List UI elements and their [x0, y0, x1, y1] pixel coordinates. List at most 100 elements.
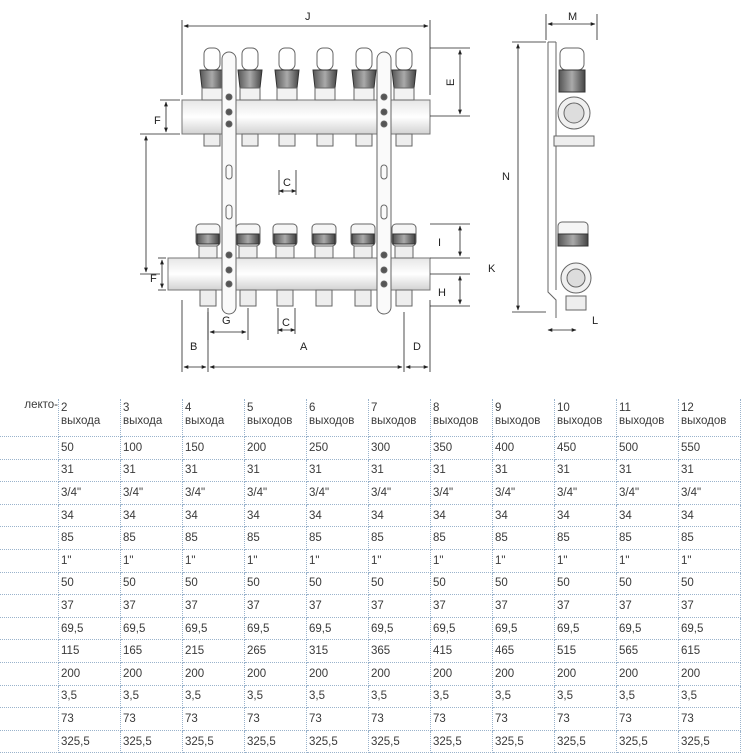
table-cell: 315: [306, 639, 369, 663]
table-cell: 85: [430, 526, 493, 550]
table-cell: 34: [120, 504, 183, 528]
table-cell: 325,5: [58, 730, 121, 753]
front-dimensions: [140, 20, 470, 372]
dim-label-C-upper: C: [283, 177, 291, 189]
table-cell: 325,5: [430, 730, 493, 753]
table-cell: 200: [182, 662, 245, 686]
table-cell: 34: [58, 504, 121, 528]
table-cell: 3/4": [244, 481, 307, 505]
table-cell: 515: [554, 639, 617, 663]
table-cell: 1": [430, 549, 493, 573]
header-outlet-word: выхода: [123, 415, 163, 427]
table-cell: 69,5: [616, 617, 679, 641]
table-cell: 325,5: [678, 730, 741, 753]
table-cell: 69,5: [368, 617, 431, 641]
table-cell: 34: [244, 504, 307, 528]
table-cell: 37: [492, 594, 555, 618]
dim-label-F-lower: F: [150, 273, 157, 285]
side-dimensions: [512, 14, 598, 332]
table-cell: 3,5: [492, 685, 555, 709]
table-cell: 200: [244, 436, 307, 460]
table-cell: 31: [244, 459, 307, 483]
dim-label-L: L: [592, 315, 598, 327]
table-row: 3/4"3/4"3/4"3/4"3/4"3/4"3/4"3/4"3/4"3/4"…: [0, 481, 741, 505]
table-cell: 550: [678, 436, 741, 460]
table-cell: 3,5: [616, 685, 679, 709]
table-cell: 34: [554, 504, 617, 528]
table-cell: 85: [120, 526, 183, 550]
table-cell: 325,5: [492, 730, 555, 753]
table-cell: 85: [368, 526, 431, 550]
table-cell: 31: [368, 459, 431, 483]
header-outlet-count: 11: [619, 402, 631, 414]
table-cell: 73: [554, 707, 617, 731]
table-cell: 3,5: [430, 685, 493, 709]
table-cell: 115: [58, 639, 121, 663]
table-cell: 69,5: [244, 617, 307, 641]
table-cell: 200: [678, 662, 741, 686]
row-label-cell: [0, 594, 59, 618]
table-cell: 50: [554, 572, 617, 596]
table-cell: 69,5: [306, 617, 369, 641]
table-cell: 200: [306, 662, 369, 686]
table-cell: 3,5: [678, 685, 741, 709]
row-label-cell: [0, 572, 59, 596]
header-outlet-count: 10: [557, 402, 570, 414]
table-cell: 85: [182, 526, 245, 550]
table-cell: 34: [306, 504, 369, 528]
table-cell: 50: [58, 436, 121, 460]
dimension-labels: J E F C F G C I H B A D M N K L: [150, 11, 598, 353]
header-outlet-count: 6: [309, 402, 316, 414]
table-cell: 34: [678, 504, 741, 528]
table-cell: 200: [492, 662, 555, 686]
table-cell: 3/4": [616, 481, 679, 505]
header-outlet-count: 7: [371, 402, 378, 414]
table-cell: 325,5: [368, 730, 431, 753]
table-cell: 34: [182, 504, 245, 528]
dim-label-K: K: [488, 263, 496, 275]
table-cell: 34: [616, 504, 679, 528]
table-cell: 50: [244, 572, 307, 596]
side-bracket: [547, 41, 557, 318]
table-cell: 31: [58, 459, 121, 483]
row-label-cell: [0, 730, 59, 753]
dim-label-N: N: [502, 171, 510, 183]
table-cell: 3/4": [182, 481, 245, 505]
table-cell: 69,5: [430, 617, 493, 641]
table-cell: 3,5: [368, 685, 431, 709]
table-row: 1"1"1"1"1"1"1"1"1"1"1": [0, 549, 741, 573]
table-cell: 3/4": [554, 481, 617, 505]
table-cell: 73: [368, 707, 431, 731]
table-cell: 3,5: [306, 685, 369, 709]
row-label-cell: [0, 685, 59, 709]
table-cell: 265: [244, 639, 307, 663]
table-cell: 69,5: [120, 617, 183, 641]
table-cell: 1": [492, 549, 555, 573]
table-cell: 31: [678, 459, 741, 483]
table-cell: 69,5: [58, 617, 121, 641]
table-cell: 31: [306, 459, 369, 483]
table-cell: 200: [554, 662, 617, 686]
header-outlet-count: 2: [61, 402, 68, 414]
table-cell: 34: [492, 504, 555, 528]
table-cell: 69,5: [678, 617, 741, 641]
table-cell: 325,5: [182, 730, 245, 753]
table-cell: 415: [430, 639, 493, 663]
table-cell: 85: [554, 526, 617, 550]
row-label-cell: [0, 662, 59, 686]
table-cell: 85: [306, 526, 369, 550]
table-cell: 3/4": [492, 481, 555, 505]
table-cell: 73: [244, 707, 307, 731]
table-cell: 615: [678, 639, 741, 663]
header-outlet-count: 3: [123, 402, 130, 414]
table-cell: 1": [554, 549, 617, 573]
table-cell: 37: [58, 594, 121, 618]
dim-label-I: I: [438, 237, 441, 249]
